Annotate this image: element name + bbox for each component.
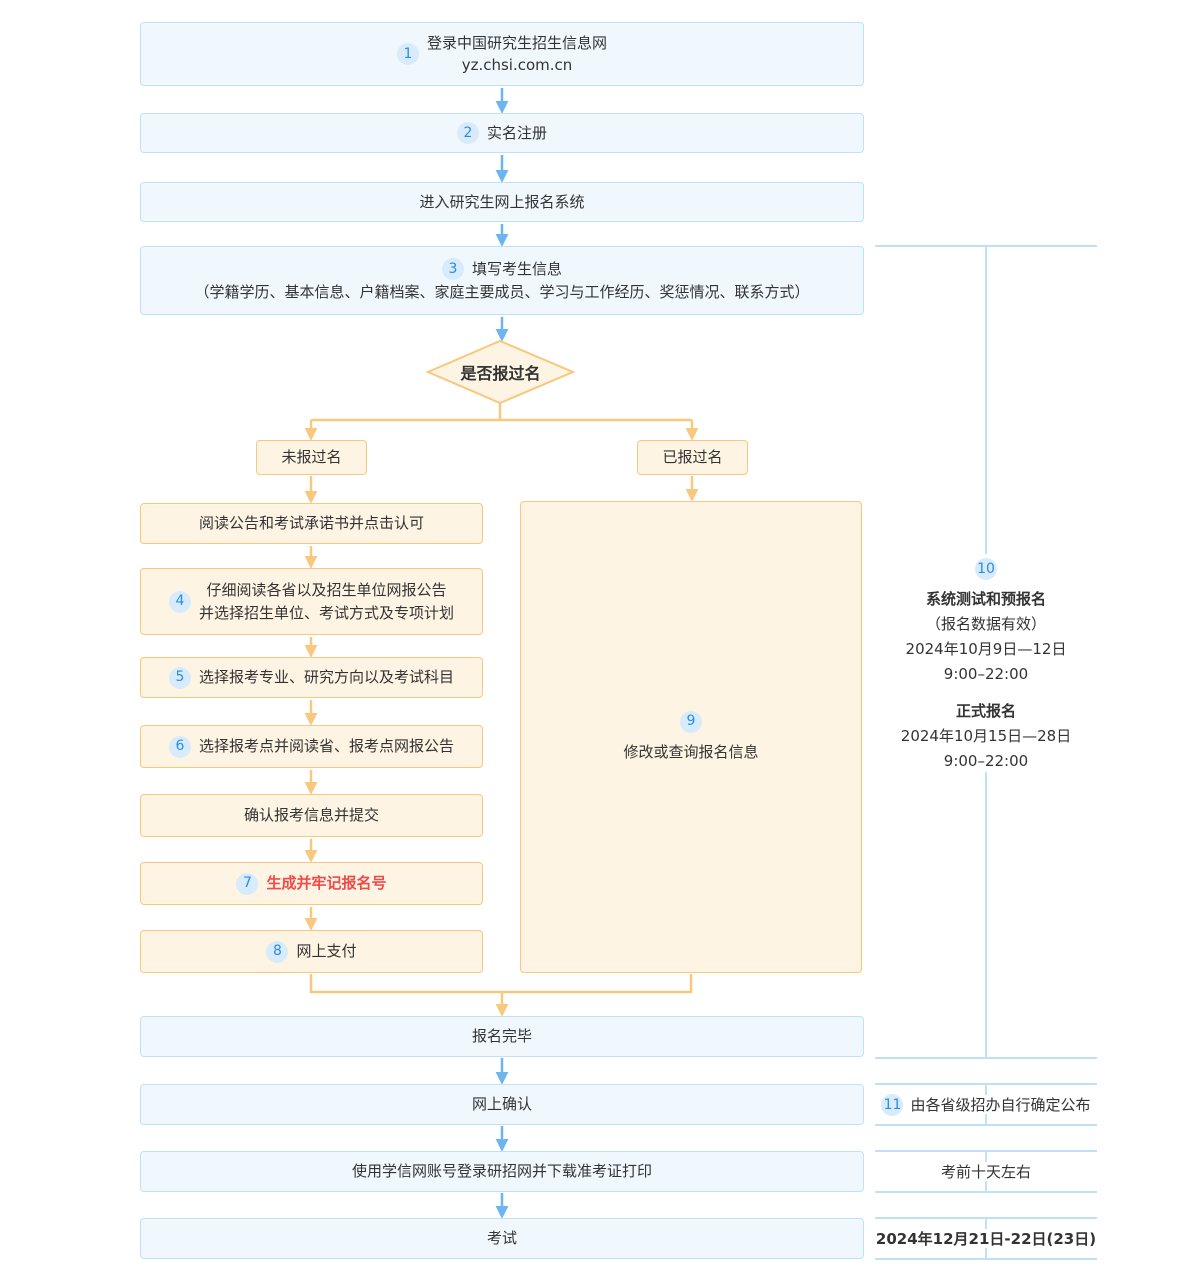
step7-badge: 7 (236, 872, 259, 895)
step3-row1: 3 填写考生信息 (441, 258, 562, 281)
branch-not-registered-label: 未报过名 (281, 448, 342, 467)
step1-badge: 1 (396, 43, 419, 65)
step6-label: 选择报考点并阅读省、报考点网报公告 (198, 737, 454, 756)
branch-registered-label: 已报过名 (662, 448, 723, 467)
decision-registered-before: 是否报过名 (460, 364, 541, 383)
step11-badge: 11 (881, 1093, 904, 1116)
registration-done-label: 报名完毕 (471, 1027, 532, 1046)
step4-badge: 4 (168, 590, 191, 613)
annotation-online-confirm: 11 由各省级招办自行确定公布 (875, 1084, 1097, 1125)
step10-badge: 10 (975, 558, 997, 580)
step2-content: 2 实名注册 (456, 122, 547, 145)
annotation-ticket-time: 考前十天左右 (875, 1151, 1097, 1192)
step10-title-official-registration: 正式报名 (955, 702, 1016, 720)
step8-label: 网上支付 (296, 942, 357, 961)
step6-badge: 6 (168, 735, 191, 758)
step2-badge: 2 (456, 122, 479, 144)
confirm-submit-label: 确认报考信息并提交 (243, 806, 379, 825)
exam-label: 考试 (486, 1229, 517, 1248)
step5-content: 5 选择报考专业、研究方向以及考试科目 (168, 666, 454, 689)
step10-spacer (866, 687, 1106, 699)
exam-box: 考试 (140, 1218, 864, 1259)
step9-content: 9 修改或查询报名信息 (623, 710, 759, 764)
read-notice-label: 阅读公告和考试承诺书并点击认可 (198, 514, 424, 533)
step2-label: 实名注册 (486, 123, 547, 142)
step10-date2: 2024年10月15日—28日 (900, 727, 1072, 745)
branch-not-registered-box: 未报过名 (256, 440, 367, 475)
step3-fill-info-box: 3 填写考生信息 （学籍学历、基本信息、户籍档案、家庭主要成员、学习与工作经历、… (140, 246, 864, 315)
step4-choose-unit-box: 4 仔细阅读各省以及招生单位网报公告 并选择招生单位、考试方式及专项计划 (140, 568, 483, 635)
step7-label: 生成并牢记报名号 (266, 874, 387, 893)
step5-choose-major-box: 5 选择报考专业、研究方向以及考试科目 (140, 657, 483, 698)
read-notice-box: 阅读公告和考试承诺书并点击认可 (140, 503, 483, 544)
download-ticket-label: 使用学信网账号登录研招网并下载准考证打印 (351, 1162, 652, 1181)
online-confirm-box: 网上确认 (140, 1084, 864, 1125)
confirm-submit-box: 确认报考信息并提交 (140, 794, 483, 837)
step10-title-pre-registration: 系统测试和预报名 (925, 590, 1046, 608)
step2-register-box: 2 实名注册 (140, 113, 864, 153)
step8-pay-online-box: 8 网上支付 (140, 930, 483, 973)
step1-lines: 登录中国研究生招生信息网 yz.chsi.com.cn (427, 32, 607, 77)
step1-line1: 登录中国研究生招生信息网 (426, 33, 607, 52)
annotation-ticket-time-text: 考前十天左右 (940, 1163, 1031, 1181)
step10-date1: 2024年10月9日—12日 (905, 640, 1067, 658)
step3-line2: （学籍学历、基本信息、户籍档案、家庭主要成员、学习与工作经历、奖惩情况、联系方式… (194, 282, 810, 301)
step6-content: 6 选择报考点并阅读省、报考点网报公告 (168, 735, 454, 758)
step7-content: 7 生成并牢记报名号 (236, 872, 387, 895)
registration-done-box: 报名完毕 (140, 1016, 864, 1057)
annotation-exam-date-text: 2024年12月21日-22日(23日) (875, 1230, 1097, 1248)
step3-badge: 3 (441, 258, 464, 281)
annotation-exam-date: 2024年12月21日-22日(23日) (875, 1218, 1097, 1259)
step6-choose-site-box: 6 选择报考点并阅读省、报考点网报公告 (140, 725, 483, 768)
step8-content: 8 网上支付 (266, 940, 357, 963)
step4-line2: 并选择招生单位、考试方式及专项计划 (198, 603, 454, 622)
step4-lines: 仔细阅读各省以及招生单位网报公告 并选择招生单位、考试方式及专项计划 (199, 579, 454, 624)
step10-time1: 9:00–22:00 (943, 665, 1029, 683)
step10-note: （报名数据有效） (925, 615, 1046, 633)
download-ticket-box: 使用学信网账号登录研招网并下载准考证打印 (140, 1151, 864, 1192)
step7-remember-number-box: 7 生成并牢记报名号 (140, 862, 483, 905)
step10-time2: 9:00–22:00 (943, 752, 1029, 770)
branch-registered-box: 已报过名 (637, 440, 748, 475)
annotation-online-confirm-text: 由各省级招办自行确定公布 (910, 1096, 1091, 1114)
enter-system-label: 进入研究生网上报名系统 (419, 192, 585, 211)
step9-modify-query-box: 9 修改或查询报名信息 (520, 501, 862, 973)
step4-content: 4 仔细阅读各省以及招生单位网报公告 并选择招生单位、考试方式及专项计划 (168, 579, 454, 624)
step10-timeline: 10 系统测试和预报名 （报名数据有效） 2024年10月9日—12日 9:00… (866, 558, 1106, 774)
step4-line1: 仔细阅读各省以及招生单位网报公告 (206, 581, 447, 599)
step1-line2: yz.chsi.com.cn (461, 56, 573, 74)
step9-label: 修改或查询报名信息 (623, 742, 759, 761)
step1-login-box: 1 登录中国研究生招生信息网 yz.chsi.com.cn (140, 22, 864, 86)
step5-badge: 5 (168, 666, 191, 689)
step3-content: 3 填写考生信息 （学籍学历、基本信息、户籍档案、家庭主要成员、学习与工作经历、… (194, 258, 810, 303)
step9-badge: 9 (679, 710, 702, 733)
step3-line1: 填写考生信息 (471, 260, 562, 278)
step5-label: 选择报考专业、研究方向以及考试科目 (198, 668, 454, 687)
step8-badge: 8 (266, 940, 289, 963)
online-confirm-label: 网上确认 (471, 1095, 532, 1114)
enter-system-box: 进入研究生网上报名系统 (140, 182, 864, 222)
step1-content: 1 登录中国研究生招生信息网 yz.chsi.com.cn (396, 32, 607, 77)
